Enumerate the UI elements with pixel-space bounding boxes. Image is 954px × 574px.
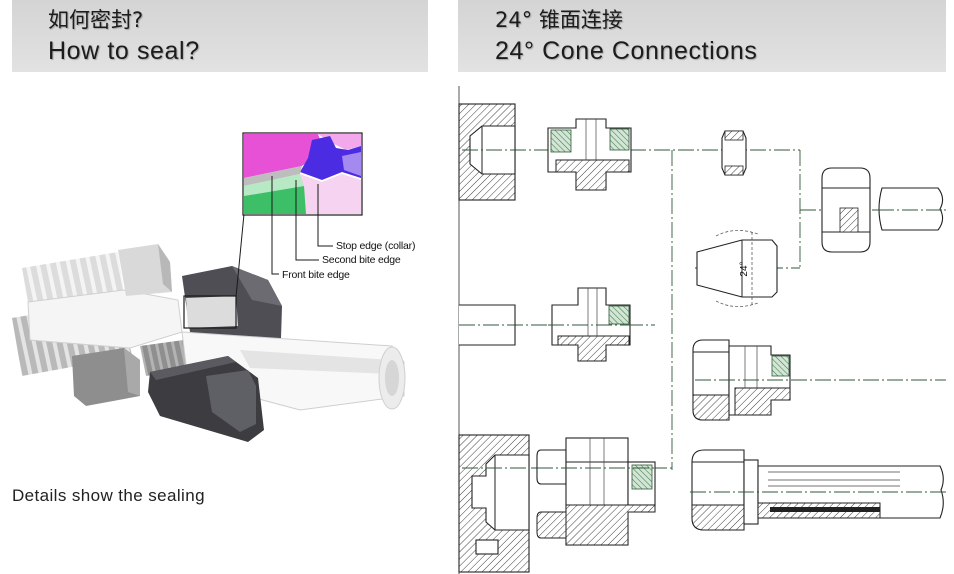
callout-line-stop-edge [317,184,333,247]
callout-front-bite-edge: Front bite edge [282,269,350,281]
center-lines [459,149,946,493]
hatched-section [565,504,656,546]
detail-leader-line [235,213,245,298]
thread-section [609,128,630,151]
fitting-with-nut-mid [692,339,800,421]
tube-outline [878,187,944,231]
thread-section [608,305,630,325]
hatched-section [691,504,745,531]
tube-inner-shade [240,350,392,374]
right-title-cn: 24° 锥面连接 [495,8,623,32]
inset-tube-edge [244,174,304,196]
hatched-section [724,165,744,176]
lower-hex-face [72,348,140,406]
cone-connection-drawings: 24° [458,86,946,574]
thread-section [631,464,653,490]
hatched-section [734,387,791,416]
body-bore-cut-face [27,289,183,349]
cone-angle-label: 24° [739,261,750,276]
cone-outline [696,239,778,298]
inset-ring-shade [342,152,361,176]
left-header-bar: 如何密封? How to seal? [12,0,428,72]
adapter-fitting-bottom [536,437,660,546]
inset-gap-band [244,166,302,186]
callout-stop-edge: Stop edge (collar) [336,240,415,252]
inset-frame [242,132,363,216]
adapter-fitting-top [547,118,632,191]
upper-hex-facet [158,244,172,292]
tube-end-mid [459,304,516,346]
upper-nut-facet [232,266,282,306]
fitting-stub [536,449,567,485]
nut-top [821,167,871,253]
lower-nut-highlight [150,356,236,380]
inset-body-section [244,134,324,178]
hatched-section [692,394,730,421]
sealing-cutaway-illustration: Stop edge (collar) Second bite edge Fron… [12,132,415,442]
cone-body-24deg: 24° [696,230,778,307]
hose-wall-band [770,507,880,512]
hatched-section [555,159,630,191]
sealing-caption: Details show the sealing [12,486,205,505]
hatched-section [536,511,567,539]
thread-section [550,129,572,153]
tube-top [878,187,946,231]
detail-highlight-box [183,295,237,329]
hatched-section [839,207,859,233]
upper-hex-face [118,244,172,296]
port-drill-hole [475,539,499,555]
callout-line-front-bite [271,176,279,275]
cutting-ring [721,130,747,176]
port-block-bottom [458,434,530,573]
right-header-bar: 24° 锥面连接 24° Cone Connections [458,0,946,72]
angle-arc [715,300,759,307]
fitting-cutaway [12,244,406,442]
left-title-cn: 如何密封? [48,8,144,32]
lower-nut-inner [206,370,256,432]
callout-line-second-bite [295,180,319,261]
upper-thread-section [22,252,124,302]
adapter-fitting-mid [548,287,640,362]
cutting-ring-area [186,296,238,328]
tube-end-bore [385,360,399,396]
thread-section [771,355,790,377]
port-block-top [458,103,516,201]
hatched-section [557,335,630,362]
right-title-en: 24° Cone Connections [495,37,758,65]
left-title-en: How to seal? [48,37,200,65]
angle-arc [715,230,759,237]
detail-inset [242,132,363,216]
hatched-section [724,130,744,141]
inset-tube-wall [244,186,306,214]
callout-second-bite-edge: Second bite edge [322,254,401,266]
port-bore [471,454,530,531]
lower-hex-facet [124,348,140,396]
inset-nut-section [300,174,361,214]
hose-assembly-bottom [690,449,946,531]
